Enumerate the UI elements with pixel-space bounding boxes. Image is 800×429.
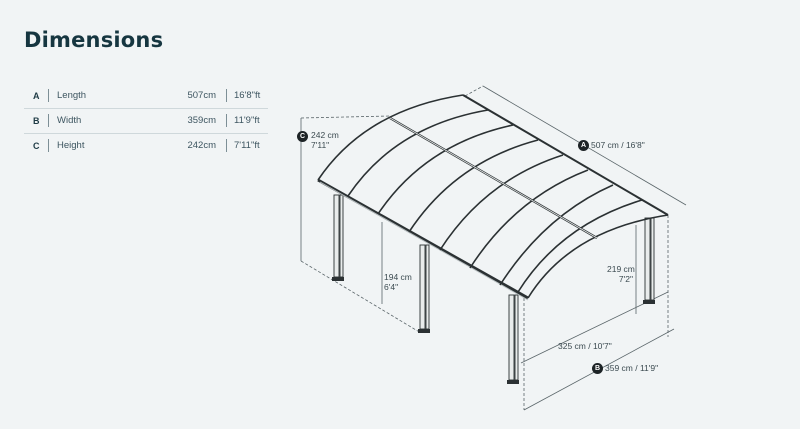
badge-b: B [592,363,603,375]
page-title: Dimensions [24,28,164,52]
row-letter: A [33,91,40,101]
row-cm-value: 507cm [187,90,216,101]
front-clearance-ft: 6'4" [384,282,399,292]
table-row-length: A Length 507cm 16'8"ft [24,84,268,109]
divider [48,114,49,127]
height-value: 242 cm 7'11" [311,130,339,150]
roof-frame [317,94,669,301]
height-label: C [297,131,310,143]
table-row-width: B Width 359cm 11'9"ft [24,109,268,134]
back-clearance-ft: 7'2" [618,274,633,284]
badge-c: C [297,131,308,143]
row-ft-value: 7'11"ft [234,140,260,151]
front-clearance-label: 194 cm 6'4" [384,272,412,292]
width-text: 359 cm / 11'9" [605,363,659,373]
divider [48,139,49,152]
row-letter: B [33,116,40,126]
row-label: Width [57,115,82,126]
length-text: 507 cm / 16'8" [591,140,645,150]
row-cm-value: 359cm [187,115,216,126]
back-clearance-label: 219 cm 7'2" [607,264,635,284]
row-ft-value: 16'8"ft [234,90,261,101]
table-row-height: C Height 242cm 7'11"ft [24,134,268,158]
badge-a: A [578,140,589,152]
row-cm-value: 242cm [187,140,216,151]
divider [226,114,227,127]
height-cm-text: 242 cm [311,130,339,140]
height-ft-text: 7'11" [311,140,330,150]
row-label: Length [57,90,87,101]
row-label: Height [57,140,85,151]
row-ft-value: 11'9"ft [234,115,260,126]
divider [226,89,227,102]
back-clearance-cm: 219 cm [607,264,635,274]
inner-width-label: 325 cm / 10'7" [558,341,612,351]
divider [226,139,227,152]
divider [48,89,49,102]
row-letter: C [33,141,40,151]
dimensions-table: A Length 507cm 16'8"ft B Width 359cm 11'… [24,84,268,158]
front-clearance-cm: 194 cm [384,272,412,282]
